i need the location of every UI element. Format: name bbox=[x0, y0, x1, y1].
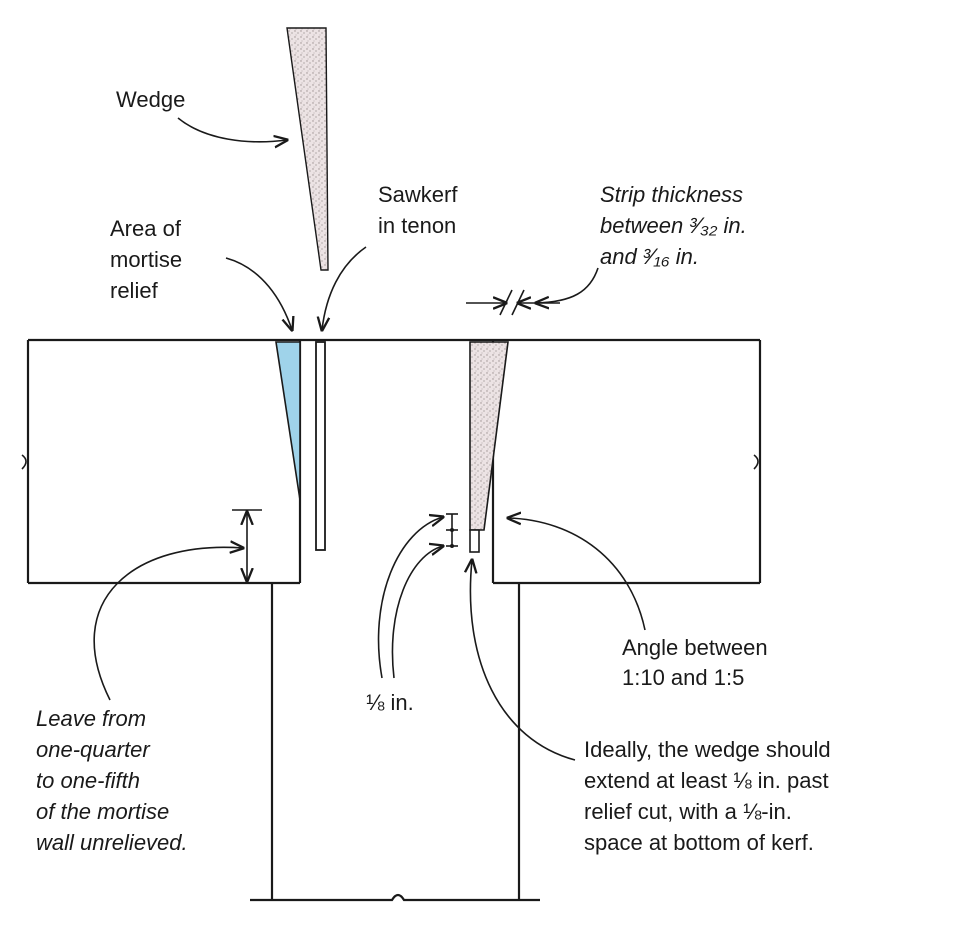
mortise-board bbox=[21, 338, 762, 585]
wedge-leader bbox=[177, 117, 287, 142]
ideal-leader bbox=[470, 560, 576, 761]
label-ideal-3: relief cut, with a ⅛-in. bbox=[584, 799, 792, 824]
left-break-mark bbox=[21, 454, 27, 470]
label-angle-2: 1:10 and 1:5 bbox=[622, 665, 744, 690]
label-strip-3: and ³⁄₁₆ in. bbox=[600, 244, 699, 269]
label-wedge: Wedge bbox=[116, 87, 185, 112]
label-leave-3: to one-fifth bbox=[36, 768, 140, 793]
sawkerf-leader bbox=[322, 246, 367, 330]
loose-wedge bbox=[286, 27, 329, 271]
label-angle-1: Angle between bbox=[622, 635, 768, 660]
label-ideal-4: space at bottom of kerf. bbox=[584, 830, 814, 855]
unrelieved-dimension bbox=[232, 509, 262, 584]
label-relief-1: Area of bbox=[110, 216, 182, 241]
eighth-inch-ticks bbox=[446, 513, 458, 548]
label-sawkerf-2: in tenon bbox=[378, 213, 456, 238]
tenon-break-line bbox=[250, 893, 540, 902]
leave-leader bbox=[93, 547, 243, 701]
eighth-leader-2 bbox=[391, 546, 443, 679]
label-relief-3: relief bbox=[110, 278, 159, 303]
label-relief-2: mortise bbox=[110, 247, 182, 272]
label-ideal-2: extend at least ⅛ in. past bbox=[584, 768, 829, 793]
mortise-relief-area bbox=[275, 341, 301, 501]
kerf-bottom-space bbox=[469, 529, 480, 553]
label-sawkerf-1: Sawkerf bbox=[378, 182, 458, 207]
label-leave-5: wall unrelieved. bbox=[36, 830, 188, 855]
label-eighth-inch: ⅛ in. bbox=[366, 690, 414, 715]
strip-leader bbox=[536, 267, 599, 303]
relief-leader bbox=[225, 257, 292, 330]
tenon bbox=[250, 583, 540, 902]
label-leave-1: Leave from bbox=[36, 706, 146, 731]
angle-leader bbox=[508, 518, 646, 631]
label-ideal-1: Ideally, the wedge should bbox=[584, 737, 831, 762]
sawkerf-left bbox=[315, 341, 326, 551]
eighth-leader-1 bbox=[377, 517, 443, 679]
driven-wedge bbox=[469, 341, 509, 531]
label-strip-2: between ³⁄₃₂ in. bbox=[600, 213, 747, 238]
label-leave-4: of the mortise bbox=[36, 799, 169, 824]
label-strip-1: Strip thickness bbox=[600, 182, 743, 207]
label-leave-2: one-quarter bbox=[36, 737, 151, 762]
right-break-mark bbox=[753, 454, 759, 470]
